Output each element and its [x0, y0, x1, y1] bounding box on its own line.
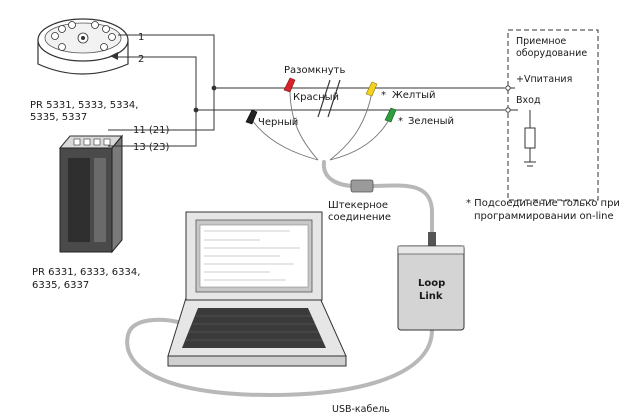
looplink-label: Loop	[418, 278, 445, 289]
connector-label-2: соединение	[328, 212, 391, 223]
disconnect-label: Разомкнуть	[284, 65, 345, 76]
head-transmitter	[37, 18, 129, 75]
probe-leads	[251, 89, 391, 161]
receiver-box	[505, 29, 599, 201]
terminal-1-label: 1	[138, 32, 144, 43]
note-label: * Подсоединение только при	[466, 198, 620, 209]
looplink-box	[397, 232, 465, 331]
green-asterisk: *	[398, 116, 403, 127]
red-lead-label: Красный	[293, 92, 339, 103]
usb-cable	[125, 317, 434, 398]
rail-models-label-2: 6335, 6337	[32, 280, 89, 291]
input-label: Вход	[516, 95, 541, 106]
looplink-label-2: Link	[419, 291, 443, 302]
supply-label: +Vпитания	[516, 74, 572, 85]
loop-wires	[108, 34, 505, 147]
receiver-label-2: оборудование	[516, 48, 587, 59]
junction-dots	[193, 85, 217, 113]
black-lead-label: Черный	[258, 117, 298, 128]
yellow-asterisk: *	[381, 90, 386, 101]
green-clip	[384, 107, 397, 123]
note-label-2: программировании on-line	[474, 211, 614, 222]
connector-label: Штекерное	[328, 200, 388, 211]
rail-terminal-b-label: 13 (23)	[133, 142, 170, 153]
green-lead-label: Зеленый	[408, 116, 454, 127]
black-clip	[245, 109, 258, 125]
plug-connector	[350, 179, 374, 193]
yellow-clip	[365, 81, 378, 97]
usb-cable-label: USB-кабель	[332, 404, 390, 415]
rail-transmitter	[58, 134, 124, 254]
head-models-label: PR 5331, 5333, 5334,	[30, 100, 138, 111]
rail-models-label: PR 6331, 6333, 6334,	[32, 267, 140, 278]
red-clip	[283, 77, 296, 93]
yellow-lead-label: Желтый	[392, 90, 436, 101]
break-marks	[317, 79, 341, 118]
receiver-label: Приемное	[516, 36, 566, 47]
laptop	[167, 211, 347, 367]
terminal-2-label: 2	[138, 54, 144, 65]
head-models-label-2: 5335, 5337	[30, 112, 87, 123]
